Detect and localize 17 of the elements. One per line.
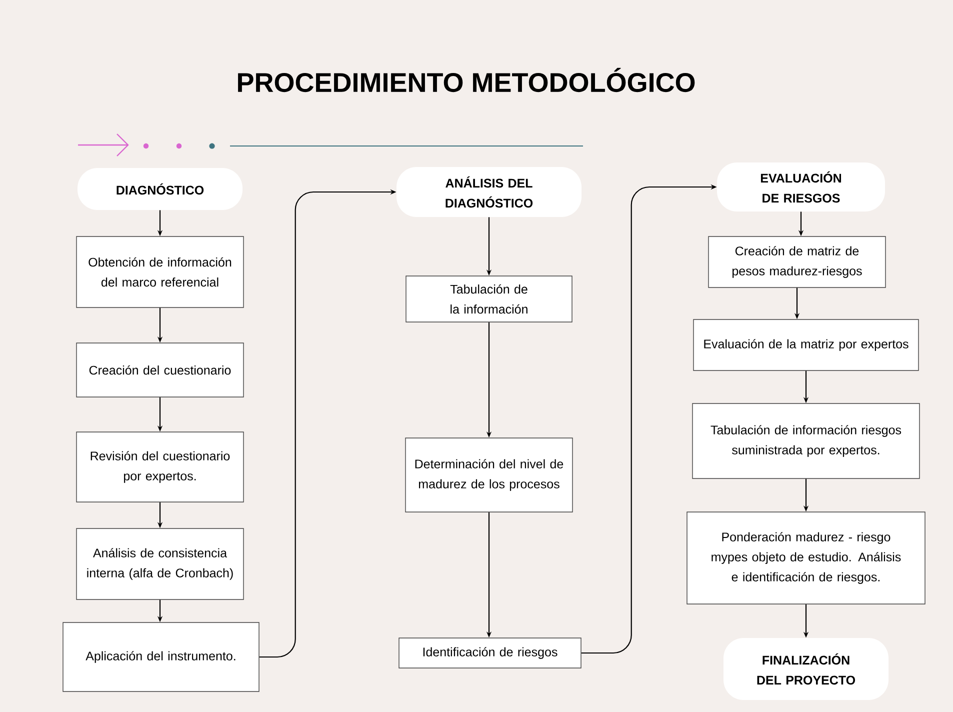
process-box: Tabulación de información riesgos suministrada por expertos.: [692, 403, 920, 479]
stage-pill: EVALUACIÓN DE RIESGOS: [717, 162, 885, 212]
stage-pill: FINALIZACIÓN DEL PROYECTO: [724, 638, 888, 700]
stage-pill: DIAGNÓSTICO: [78, 168, 242, 210]
process-box: Identificación de riesgos: [398, 638, 582, 668]
process-box: Obtención de información del marco referencial: [76, 236, 244, 308]
process-box: Aplicación del instrumento.: [62, 622, 260, 692]
process-box: Determinación del nivel de madurez de los procesos: [405, 438, 573, 512]
process-box: Creación del cuestionario: [76, 342, 244, 398]
title: PROCEDIMIENTO METODOLÓGICO: [238, 68, 695, 92]
process-box: Ponderación madurez - riesgo mypes objeto de estudio. Análisis e identificación de riesgos.: [686, 512, 926, 604]
process-box: Evaluación de la matriz por expertos: [693, 319, 919, 371]
process-box: Revisión del cuestionario por expertos.: [76, 432, 244, 502]
process-box: Tabulación de la información: [406, 276, 572, 322]
stage-pill: ANÁLISIS DEL DIAGNÓSTICO: [396, 167, 582, 217]
process-box: Análisis de consistencia interna (alfa de Cronbach): [76, 528, 244, 600]
process-box: Creación de matriz de pesos madurez-riesgos: [708, 236, 886, 288]
